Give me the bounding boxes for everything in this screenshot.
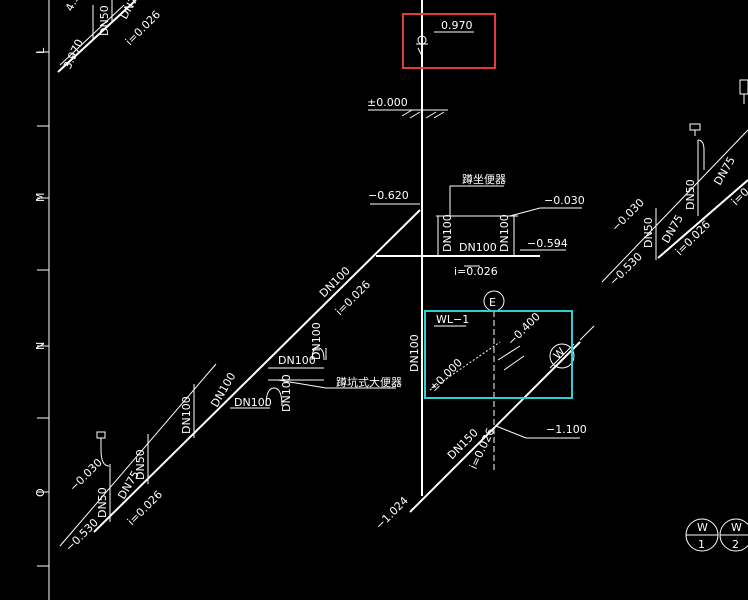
cyan-box-contents: WL−1 ±0.000 −0.400 — [427, 310, 543, 394]
pipe-dn100-a: DN100 — [441, 214, 454, 252]
fixture-squat-toilet: 蹲坐便器 — [462, 172, 506, 186]
right-branch: −0.030 −0.530 DN50 DN75 DN50 DN75 i=0.02… — [601, 79, 748, 288]
w1-top: W — [697, 521, 708, 534]
grid-label-n: N — [34, 342, 47, 350]
cyan-highlight-box — [424, 310, 573, 399]
grid-label-m: M — [34, 193, 47, 203]
elev-0400: −0.400 — [505, 310, 543, 348]
slope-left: i=0.026 — [125, 488, 165, 528]
center-stack: 0.970 ±0.000 −0.620 蹲坐便器 DN100 DN100 DN1… — [93, 0, 595, 533]
elev-1100: −1.100 — [546, 423, 587, 436]
pipe-dn50-right: DN50 — [642, 217, 655, 248]
elev-0030-center: −0.030 — [544, 194, 585, 207]
red-highlight-box — [402, 13, 496, 69]
top-left-branch: 3.970 4.5 DN50 DN75 i=0.026 — [57, 0, 163, 73]
marker-axis-e: E — [489, 296, 496, 309]
grid-ruler: L M N O — [34, 0, 50, 600]
w2-bottom: 2 — [732, 538, 739, 551]
elev-top-left-b: 3.970 — [61, 37, 86, 71]
pipe-dn100-f: DN100 — [280, 374, 293, 412]
pipe-dn50-left-b: DN50 — [134, 449, 147, 480]
pipe-dn50-left: DN50 — [96, 487, 109, 518]
pipe-dn100-stack: DN100 — [408, 334, 421, 372]
elev-0530-left: −0.530 — [63, 516, 101, 554]
w2-top: W — [731, 521, 742, 534]
w-legend: W 1 W 2 — [685, 518, 748, 552]
slope-center: i=0.026 — [454, 265, 498, 278]
elev-0000: ±0.000 — [367, 96, 408, 109]
elev-0530-right: −0.530 — [607, 250, 645, 288]
elev-0620: −0.620 — [368, 189, 409, 202]
slope-right-b: i=0.026 — [729, 168, 748, 208]
pipe-dn100-d: DN100 — [278, 354, 316, 367]
elev-0970: 0.970 — [441, 19, 473, 32]
pipe-dn100-g: DN100 — [234, 396, 272, 409]
pipe-dn75-right-b: DN75 — [711, 154, 738, 187]
elev-top-left-a: 4.5 — [63, 0, 82, 13]
pipe-dn100-b: DN100 — [459, 241, 497, 254]
pipe-dn75-top-left: DN75 — [117, 0, 144, 22]
w1-bottom: 1 — [698, 538, 705, 551]
left-bottom-branch: −0.030 −0.530 DN50 DN75 DN50 i=0.026 — [59, 363, 217, 554]
elev-wl: WL−1 — [436, 313, 469, 326]
elev-1024: −1.024 — [373, 494, 411, 532]
elev-0000b: ±0.000 — [427, 356, 465, 394]
pipe-dn100-i: DN100 — [180, 396, 193, 434]
fixture-squat-urinal: 蹲坑式大便器 — [336, 375, 402, 389]
elev-0594: −0.594 — [527, 237, 568, 250]
pipe-dn50-top-left: DN50 — [98, 5, 111, 36]
pipe-dn50-right-b: DN50 — [684, 179, 697, 210]
grid-label-l: L — [34, 47, 47, 54]
pipe-dn100-c: DN100 — [498, 214, 511, 252]
grid-label-o: O — [34, 488, 47, 497]
